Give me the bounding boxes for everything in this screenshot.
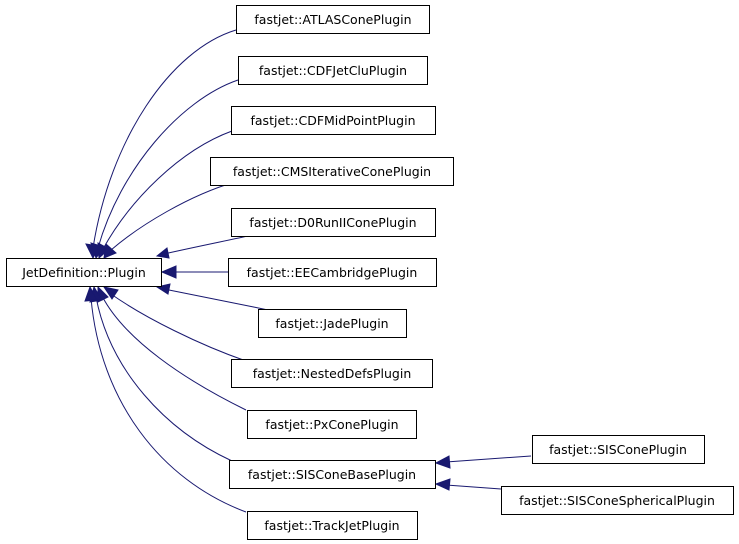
edge-sisconespherical-to-sisconebase <box>434 478 502 491</box>
edge-siscone-to-sisconebase <box>434 455 532 469</box>
edge-eecambridge-to-plugin <box>160 265 228 279</box>
node-label: fastjet::CDFJetCluPlugin <box>259 63 407 78</box>
node-label: fastjet::SISConeBasePlugin <box>248 467 416 482</box>
node-label: fastjet::D0RunIIConePlugin <box>249 215 416 230</box>
node-atlasconeplugin[interactable]: fastjet::ATLASConePlugin <box>236 5 430 34</box>
nodes: JetDefinition::Plugin fastjet::ATLASCone… <box>6 5 734 540</box>
node-sisconebaseplugin[interactable]: fastjet::SISConeBasePlugin <box>229 460 436 489</box>
node-cdfmidpointplugin[interactable]: fastjet::CDFMidPointPlugin <box>231 106 436 135</box>
node-jadeplugin[interactable]: fastjet::JadePlugin <box>258 309 407 338</box>
node-label: fastjet::PxConePlugin <box>265 417 398 432</box>
node-label: fastjet::SISConePlugin <box>549 442 687 457</box>
edge-pxcone-to-plugin <box>97 285 247 411</box>
node-sisconeplugin[interactable]: fastjet::SISConePlugin <box>532 435 705 464</box>
node-label: fastjet::NestedDefsPlugin <box>253 366 412 381</box>
node-nesteddefsplugin[interactable]: fastjet::NestedDefsPlugin <box>231 359 433 388</box>
edge-jade-to-plugin <box>155 283 269 311</box>
node-label: fastjet::CMSIterativeConePlugin <box>233 164 431 179</box>
node-sisconesphericalplugin[interactable]: fastjet::SISConeSphericalPlugin <box>501 486 734 515</box>
edges <box>84 29 532 513</box>
node-label: fastjet::SISConeSphericalPlugin <box>519 493 715 508</box>
edge-trackjet-to-plugin <box>84 285 247 513</box>
node-label: fastjet::CDFMidPointPlugin <box>251 113 416 128</box>
node-pxconeplugin[interactable]: fastjet::PxConePlugin <box>247 410 417 439</box>
edge-nesteddefs-to-plugin <box>102 286 247 362</box>
node-trackjetplugin[interactable]: fastjet::TrackJetPlugin <box>247 511 418 540</box>
node-cdfjetcluplugin[interactable]: fastjet::CDFJetCluPlugin <box>238 56 428 85</box>
node-label: fastjet::EECambridgePlugin <box>247 265 418 280</box>
node-label: JetDefinition::Plugin <box>21 265 146 280</box>
edge-sisconebase-to-plugin <box>89 285 233 462</box>
edge-cdfmidpoint-to-plugin <box>97 130 233 260</box>
node-d0runiiconeplugin[interactable]: fastjet::D0RunIIConePlugin <box>231 208 436 237</box>
node-cmsiterativeconeplugin[interactable]: fastjet::CMSIterativeConePlugin <box>210 157 454 186</box>
node-label: fastjet::JadePlugin <box>275 316 388 331</box>
node-jetdefinition-plugin[interactable]: JetDefinition::Plugin <box>6 258 162 287</box>
node-eecambridgeplugin[interactable]: fastjet::EECambridgePlugin <box>228 258 437 287</box>
edge-cmsiterative-to-plugin <box>103 181 236 259</box>
node-label: fastjet::ATLASConePlugin <box>254 12 411 27</box>
edge-atlas-to-plugin <box>85 29 237 260</box>
node-label: fastjet::TrackJetPlugin <box>264 518 399 533</box>
